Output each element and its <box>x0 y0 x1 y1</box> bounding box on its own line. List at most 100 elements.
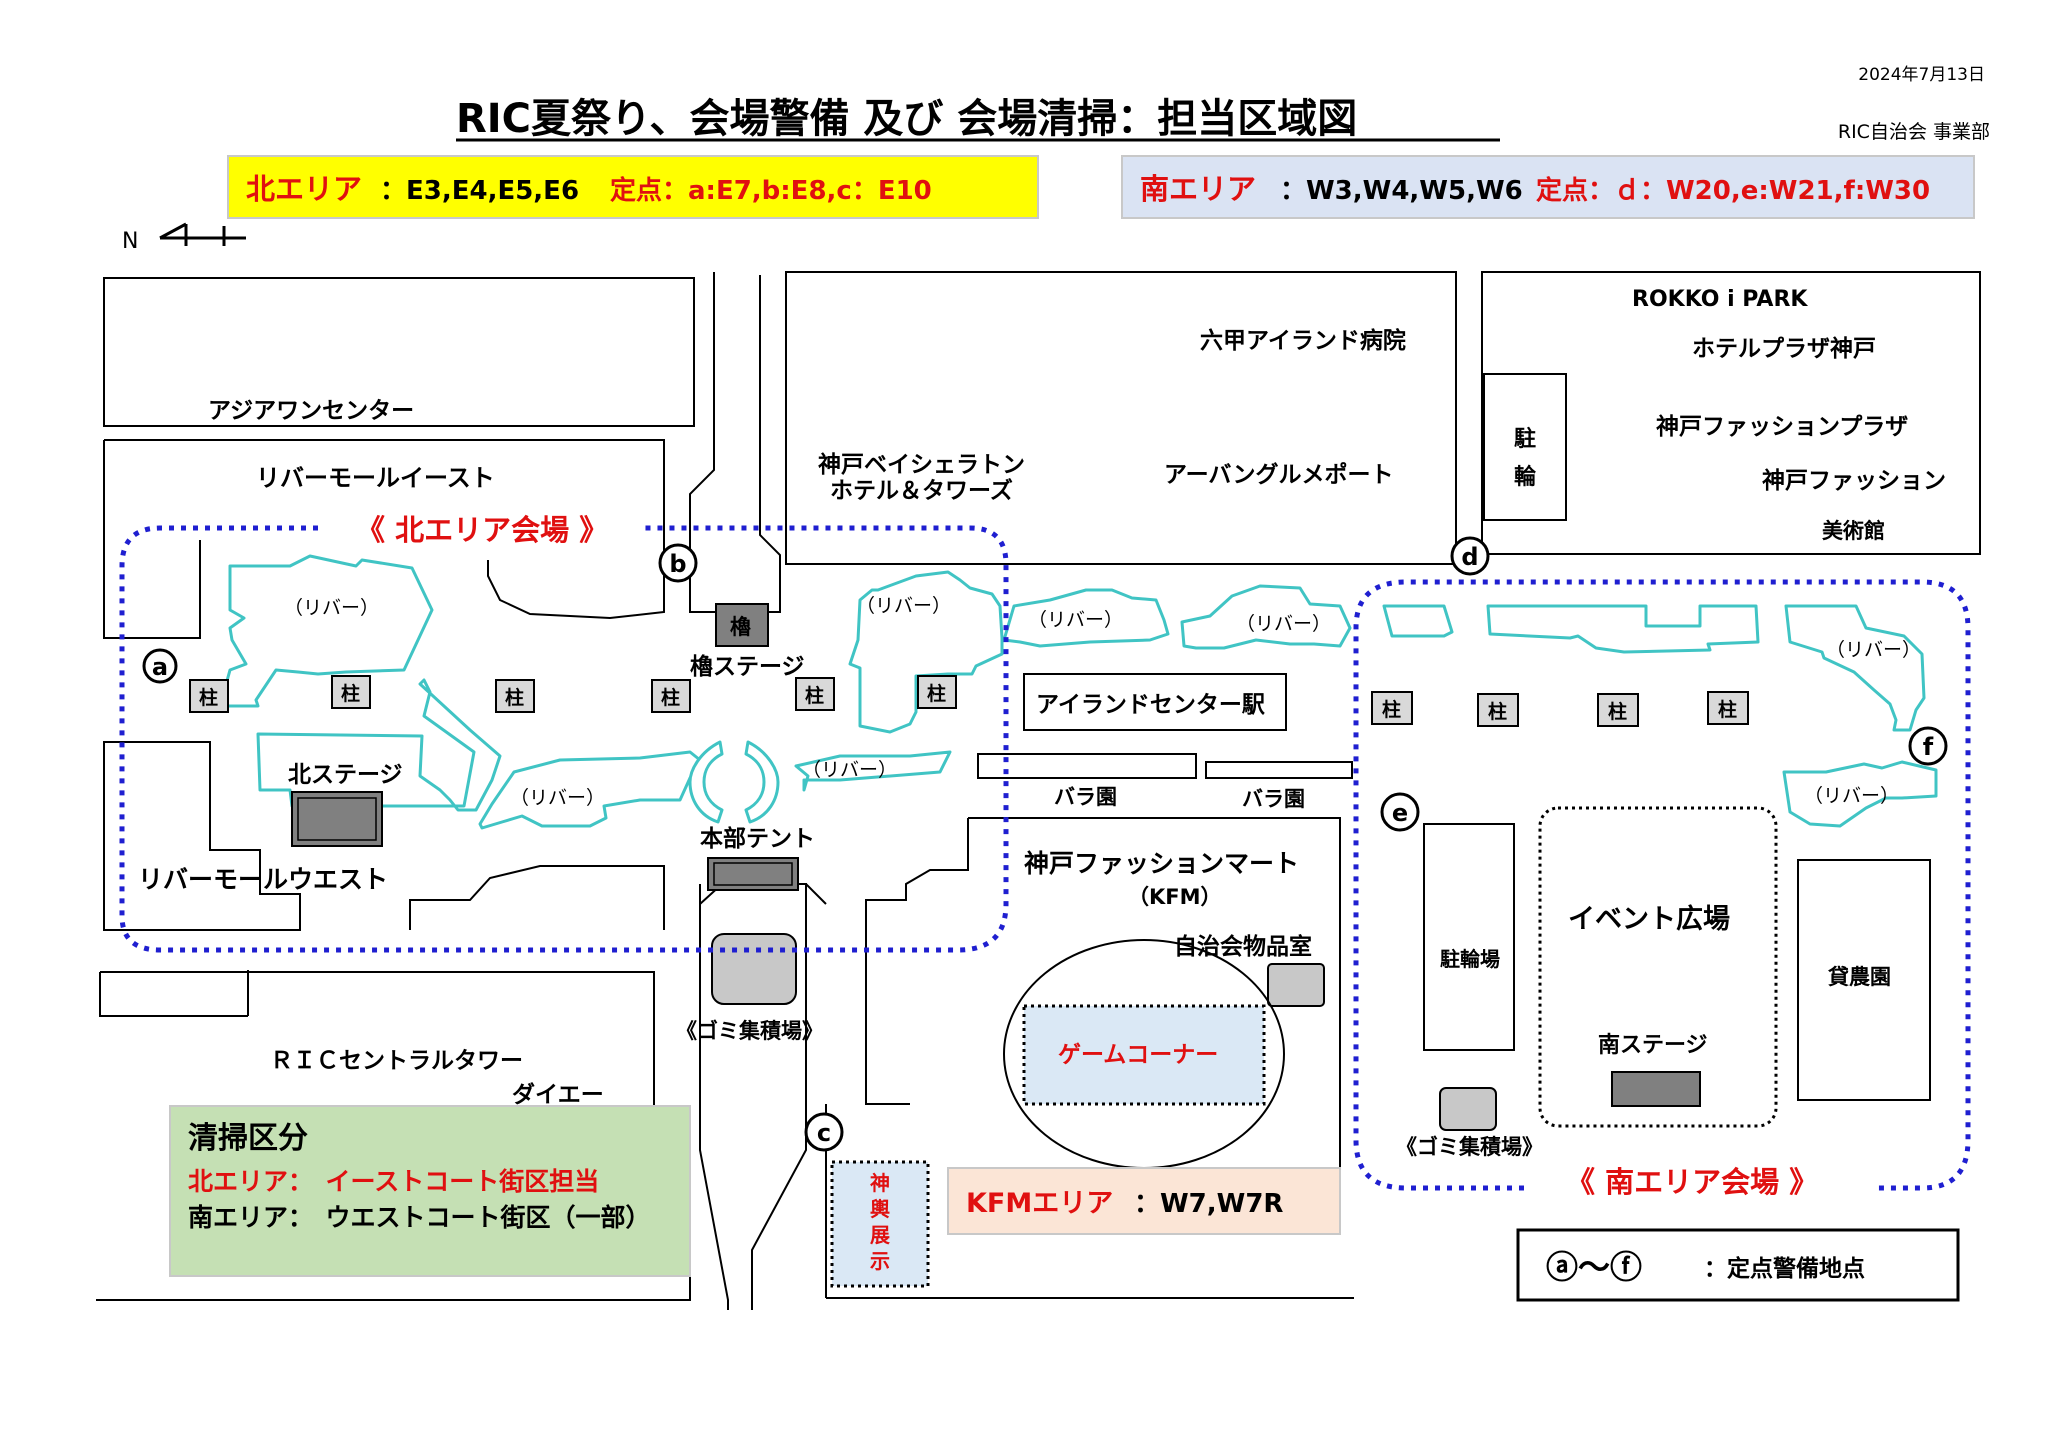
river-mall-east-label: リバーモールイースト <box>256 464 495 492</box>
sheraton-hospital-block <box>785 271 1457 565</box>
fountain-right <box>744 740 780 824</box>
event-plaza-label: イベント広場 <box>1568 903 1730 935</box>
north-area-blocks: ：E3,E4,E5,E6 <box>380 176 579 206</box>
north-arrow: N <box>122 222 246 254</box>
pillar: 柱 <box>1707 691 1749 725</box>
guard-point-c: c <box>804 1112 844 1152</box>
north-area-banner: 北エリア ：E3,E4,E5,E6 定点：a:E7,b:E8,c：E10 <box>227 155 1039 219</box>
pillar: 柱 <box>1477 693 1519 727</box>
river-label-north-3: （リバー） <box>510 787 605 809</box>
river-mid-2 <box>1180 584 1352 650</box>
svg-text:柱: 柱 <box>927 682 946 705</box>
pillar: 柱 <box>795 677 835 711</box>
svg-text:柱: 柱 <box>661 686 680 709</box>
north-area-points: 定点：a:E7,b:E8,c：E10 <box>610 175 932 206</box>
pillar: 柱 <box>495 679 535 713</box>
south-zone-outline <box>1353 579 1971 1191</box>
kfm-label-1: 神戸ファッションマート <box>1024 849 1299 878</box>
garbage-north <box>711 933 797 1005</box>
legend-text: ：定点警備地点 <box>1704 1255 1865 1282</box>
mikoshi-char-2: 輿 <box>870 1197 890 1221</box>
urban-glue-label: アーバングルメポート <box>1164 461 1394 488</box>
river-mall-east-outline <box>104 439 665 620</box>
kfm-area-blocks: ：W7,W7R <box>1134 1189 1283 1219</box>
river-label-south-3: （リバー） <box>1826 639 1921 661</box>
river-south-3 <box>1784 604 1926 732</box>
rose-garden-label-1: バラ園 <box>1054 785 1117 809</box>
sheraton-label-1: 神戸ベイシェラトン <box>818 451 1025 478</box>
bike-parking-south <box>1423 823 1515 1051</box>
svg-text:柱: 柱 <box>1382 698 1401 721</box>
svg-text:柱: 柱 <box>505 686 524 709</box>
hotel-plaza-label: ホテルプラザ神戸 <box>1692 335 1876 362</box>
garbage-south <box>1439 1087 1497 1131</box>
river-south-4 <box>1782 760 1938 828</box>
svg-text:e: e <box>1392 799 1408 827</box>
guard-point-b: b <box>658 543 698 583</box>
kfm-area-box: KFMエリア ：W7,W7R <box>947 1167 1341 1235</box>
island-center-station <box>1023 673 1287 731</box>
svg-text:f: f <box>1923 733 1934 761</box>
sheraton-label-2: ホテル＆タワーズ <box>830 477 1013 504</box>
game-corner-label: ゲームコーナー <box>1058 1042 1218 1068</box>
farm-label: 貸農園 <box>1827 965 1891 989</box>
river-north-2 <box>256 678 502 812</box>
river-label-north-4: （リバー） <box>856 595 951 617</box>
game-corner <box>1022 1004 1266 1106</box>
svg-text:d: d <box>1461 543 1478 571</box>
guard-point-e: e <box>1380 792 1420 832</box>
south-area-blocks: ：W3,W4,W5,W6 <box>1280 176 1523 206</box>
river-mall-west-outline <box>103 741 301 931</box>
river-label-mid-1: （リバー） <box>1028 609 1123 631</box>
mikoshi-char-4: 示 <box>870 1249 890 1273</box>
yagura-mark: 櫓 <box>730 615 751 639</box>
bike-parking-south-label: 駐輪場 <box>1440 947 1500 971</box>
island-center-label: アイランドセンター駅 <box>1036 692 1265 718</box>
organization: RIC自治会 事業部 <box>1838 121 1990 143</box>
pillar: 柱 <box>917 675 957 709</box>
fashion-museum-label-2: 美術館 <box>1822 519 1885 543</box>
river-mid-1 <box>1002 588 1170 648</box>
asia-one-label: アジアワンセンター <box>208 398 414 424</box>
svg-text:柱: 柱 <box>805 684 824 707</box>
north-label: N <box>122 229 138 254</box>
svg-text:柱: 柱 <box>1608 700 1627 723</box>
svg-text:柱: 柱 <box>341 682 360 705</box>
rose-garden-label-2: バラ園 <box>1242 787 1305 811</box>
north-zone-outline <box>119 525 1009 953</box>
river-north-4 <box>794 750 952 792</box>
south-area-points: 定点：ｄ：W20,e:W21,f:W30 <box>1536 175 1930 206</box>
kfm-label-2: （KFM） <box>1128 885 1222 909</box>
north-stage-label: 北ステージ <box>288 762 403 788</box>
guard-point-f: f <box>1908 726 1948 766</box>
document-date: 2024年7月13日 <box>1858 65 1985 85</box>
river-label-north-5: （リバー） <box>802 759 897 781</box>
ric-tower-label: ＲＩＣセントラルタワー <box>270 1048 523 1074</box>
page-title: RIC夏祭り、会場警備 及び 会場清掃：担当区域図 <box>456 96 1357 142</box>
legend: ⓐ～ⓕ ：定点警備地点 <box>1516 1228 1960 1302</box>
hq-tent-label: 本部テント <box>700 825 815 852</box>
pillar: 柱 <box>189 679 229 713</box>
south-area-banner: 南エリア ：W3,W4,W5,W6 定点：ｄ：W20,e:W21,f:W30 <box>1121 155 1975 219</box>
mikoshi-display <box>830 1160 930 1288</box>
hospital-label: 六甲アイランド病院 <box>1200 327 1406 354</box>
yagura-stage: 櫓 <box>715 603 769 647</box>
svg-text:柱: 柱 <box>1488 700 1507 723</box>
river-label-mid-2: （リバー） <box>1236 613 1331 635</box>
rose-garden-2 <box>1205 761 1353 779</box>
river-north-3 <box>478 750 714 830</box>
svg-text:柱: 柱 <box>199 686 218 709</box>
north-stage <box>291 791 383 847</box>
bike-parking-north-label-2: 輪 <box>1514 464 1537 490</box>
asia-one-building <box>103 277 695 427</box>
cleaning-heading: 清掃区分 <box>188 1121 308 1156</box>
bike-parking-north-label-1: 駐 <box>1514 426 1536 452</box>
bike-parking-north <box>1483 373 1567 521</box>
pillar: 柱 <box>1597 693 1639 727</box>
svg-text:a: a <box>152 653 168 681</box>
goods-room <box>1267 963 1325 1007</box>
mikoshi-char-1: 神 <box>870 1171 890 1195</box>
kfm-building <box>968 817 1341 1168</box>
svg-text:柱: 柱 <box>1718 698 1737 721</box>
